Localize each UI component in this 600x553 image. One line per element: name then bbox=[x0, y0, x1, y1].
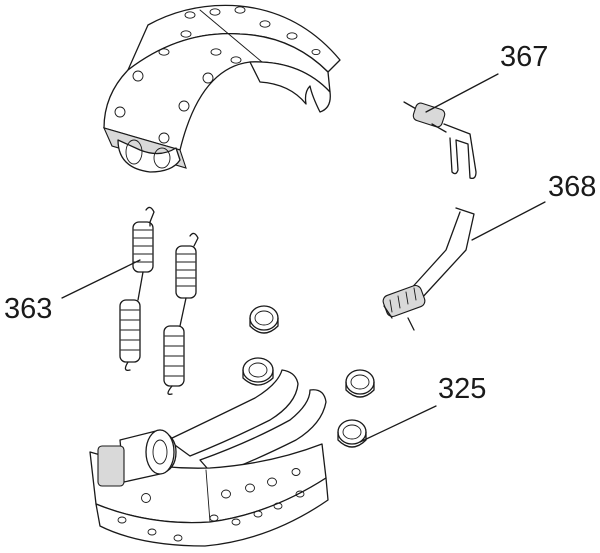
return-spring-left bbox=[119, 206, 155, 371]
callout-367: 367 bbox=[500, 41, 548, 73]
bushing-upper-left bbox=[249, 305, 279, 334]
callout-325: 325 bbox=[438, 373, 486, 405]
leader-line-367 bbox=[425, 73, 499, 113]
callout-368: 368 bbox=[548, 171, 596, 203]
bushing-lower-right bbox=[337, 419, 367, 448]
callout-363: 363 bbox=[4, 293, 52, 325]
bushing-lower-left bbox=[242, 357, 274, 386]
spring-clip-368 bbox=[382, 207, 475, 331]
lower-brake-shoe bbox=[89, 369, 329, 547]
spring-clip-367 bbox=[403, 101, 477, 180]
upper-brake-shoe bbox=[103, 4, 341, 173]
leader-line-368 bbox=[471, 201, 546, 241]
leader-line-363 bbox=[61, 259, 141, 299]
bushing-upper-right bbox=[345, 369, 375, 398]
leader-line-325 bbox=[359, 405, 437, 443]
return-spring-right bbox=[163, 232, 199, 395]
